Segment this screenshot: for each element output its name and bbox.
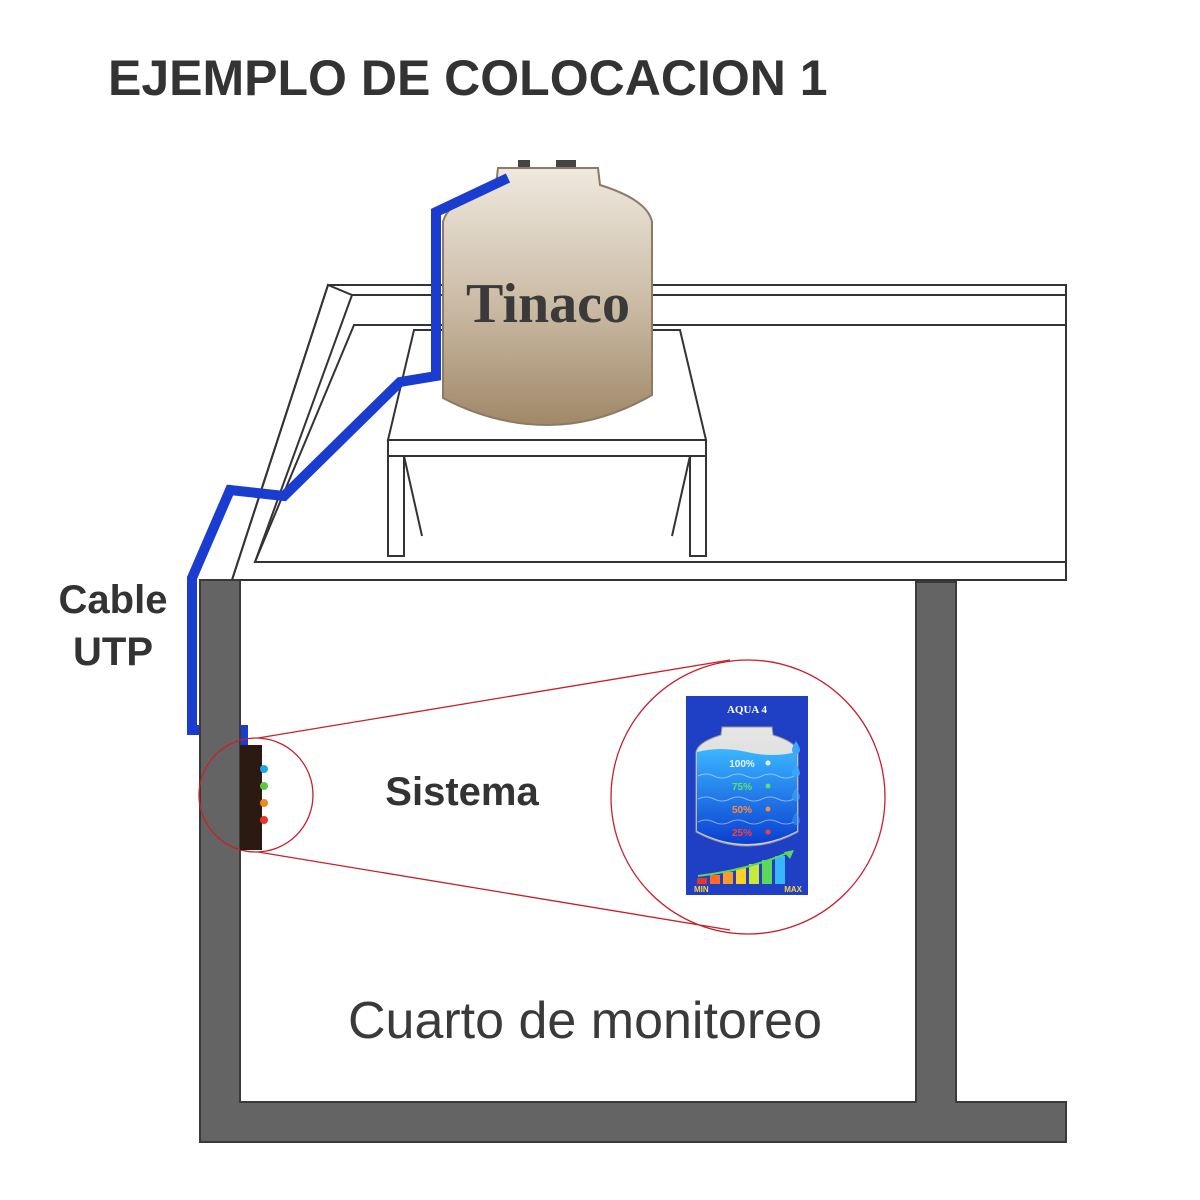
tank-cap-right xyxy=(556,160,576,170)
device-led xyxy=(260,765,268,773)
system-label: Sistema xyxy=(385,770,539,814)
panel-level-label: 50% xyxy=(732,805,752,816)
device-led xyxy=(260,782,268,790)
panel-level-indicator xyxy=(765,783,771,789)
panel-level-label: 25% xyxy=(732,828,752,839)
panel-level-label: 100% xyxy=(729,759,755,770)
tank-label: Tinaco xyxy=(466,273,630,335)
device-led xyxy=(260,799,268,807)
droplet-icon xyxy=(792,741,800,825)
panel-level-indicator xyxy=(765,829,771,835)
trend-arrow-icon xyxy=(697,851,791,877)
panel-min-label: MIN xyxy=(694,885,709,894)
panel-water xyxy=(697,749,797,844)
panel-max-label: MAX xyxy=(784,885,802,894)
zoom-circle-small xyxy=(198,737,314,853)
tank-cap-left xyxy=(518,160,530,170)
zoom-connector xyxy=(198,659,886,935)
cable-label-line1: Cable xyxy=(59,578,168,622)
room-label: Cuarto de monitoreo xyxy=(348,992,822,1050)
panel-brand: AQUA 4 xyxy=(727,704,768,716)
panel-level-indicator xyxy=(765,806,771,812)
arrow-head-icon xyxy=(784,850,794,859)
aqua-panel: AQUA 4 100% 75% 50% 25% xyxy=(686,696,808,895)
water-tank: Tinaco xyxy=(442,160,653,427)
cable-label-line2: UTP xyxy=(73,630,153,674)
page-title: EJEMPLO DE COLOCACION 1 xyxy=(108,50,828,106)
panel-level-bars xyxy=(697,856,785,884)
device-led xyxy=(260,816,268,824)
monitor-device xyxy=(240,745,268,850)
panel-level-label: 75% xyxy=(732,782,752,793)
roof-slab xyxy=(230,283,1067,581)
building-walls xyxy=(199,579,1067,1143)
zoom-circle-large xyxy=(610,659,886,935)
panel-level-indicator xyxy=(765,760,771,766)
